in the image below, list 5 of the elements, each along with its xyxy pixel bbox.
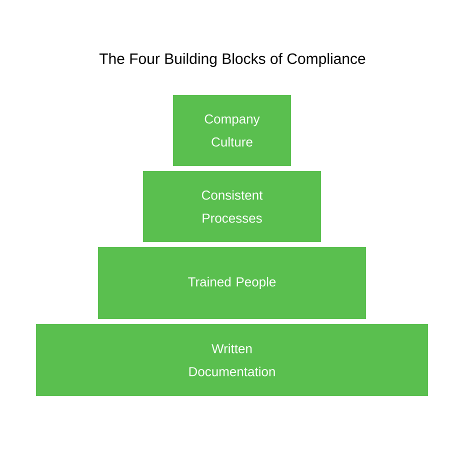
block: Consistent Processes bbox=[143, 171, 321, 242]
block: Trained People bbox=[98, 247, 366, 319]
title: The Four Building Blocks of Compliance bbox=[99, 53, 366, 67]
block: Written Documentation bbox=[36, 324, 428, 396]
block: Company Culture bbox=[173, 95, 291, 166]
